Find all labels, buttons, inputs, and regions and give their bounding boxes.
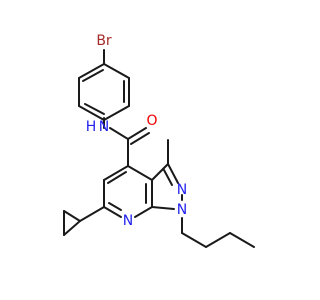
bond-ring-inner-1 <box>82 69 104 82</box>
bond-c6-cyclopropyl <box>79 206 105 222</box>
bond-ring-1 <box>78 63 105 79</box>
bond-carbonyl-o-1 <box>127 127 147 140</box>
bond-c6-n7-inner <box>108 202 122 211</box>
atom-carbonyl-o: O <box>146 113 157 129</box>
bond-c3a-c4 <box>127 165 153 181</box>
atom-bromine: Br <box>96 33 112 49</box>
bond-cyclopropyl-3 <box>63 220 81 236</box>
bond-cyclopropyl-1 <box>63 210 81 222</box>
atom-pyrazole-n2: N <box>177 182 187 198</box>
atom-pyridine-n: N <box>123 213 133 229</box>
atom-amide-n: N <box>99 119 109 135</box>
bond-butyl-2 <box>181 232 207 248</box>
bond-ring-3 <box>78 105 105 121</box>
bond-c3-n2 <box>167 163 179 184</box>
bond-c4-c5-inner <box>107 171 127 184</box>
bond-carbonyl-o-2 <box>130 132 150 145</box>
bond-ring-inner-2 <box>84 103 105 115</box>
molecule-structure: Br N H O N N N <box>63 33 255 248</box>
bond-ring-6 <box>103 63 130 79</box>
atom-amide-h: H <box>86 119 97 135</box>
bond-n7-c7a <box>134 206 153 218</box>
bond-butyl-4 <box>229 232 255 248</box>
bond-nh-carbonyl <box>109 127 129 140</box>
bond-c6-n7 <box>103 206 122 218</box>
bond-c3-n2-inner <box>163 169 173 186</box>
bond-ring-4 <box>103 105 130 121</box>
bonds <box>63 49 255 248</box>
bond-butyl-3 <box>205 232 231 248</box>
atom-pyrazole-n1: N <box>177 202 187 218</box>
atom-labels: Br N H O N N N <box>86 33 188 229</box>
bond-c3a-c3 <box>151 163 169 181</box>
bond-n1-c7a <box>151 206 175 210</box>
structure-canvas: Br N H O N N N <box>63 33 255 248</box>
bond-c4-c5 <box>103 165 129 181</box>
